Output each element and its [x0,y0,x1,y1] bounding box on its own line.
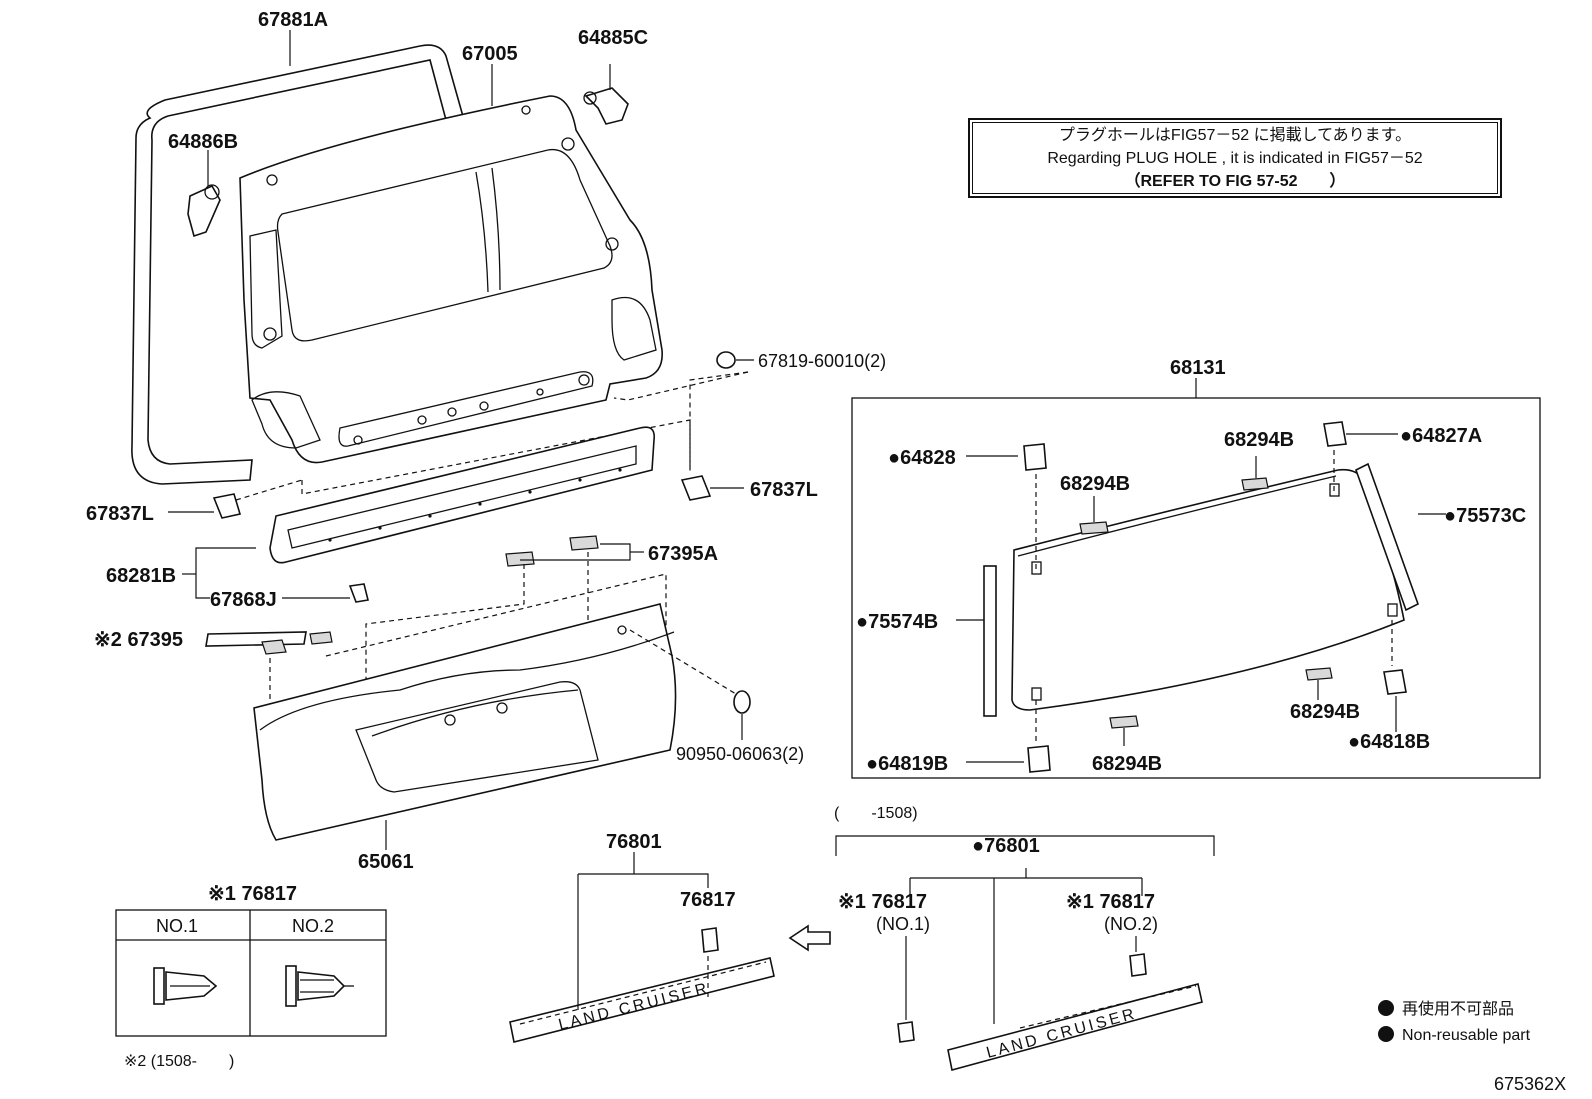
emblem-plate-76801-left [509,852,775,1043]
label-67395A: 67395A [648,543,718,565]
label-68294B-lower-right: 68294B [1290,701,1360,723]
spacers-68294B [1079,456,1333,746]
weatherstrip-67881A [131,44,466,485]
plug-hole-note: プラグホールはFIG57－52 に掲載してあります。 Regarding PLU… [968,118,1502,198]
label-76817-no2: ※1 76817 [1066,891,1155,913]
hinge-64885C [583,64,629,125]
back-window-group-68131 [851,378,1541,779]
label-76801-right: ●76801 [972,835,1040,857]
label-64828: ●64828 [888,447,956,469]
label-75574B: ●75574B [856,611,938,633]
clip-no2-drawing [285,965,354,1007]
legend-jp: 再使用不可部品 [1402,1000,1514,1018]
back-door-panel-67005 [239,95,663,464]
label-67837L-right: 67837L [750,479,818,501]
garnish-68281B [182,426,656,599]
figure-id: 675362X [1494,1074,1566,1094]
label-68131: 68131 [1170,357,1226,379]
label-75573C: ●75573C [1444,505,1526,527]
tape-pads-67395 [205,535,667,740]
emblem-plate-76801-right [835,835,1215,1071]
label-68294B-top: 68294B [1224,429,1294,451]
clip-67819 [613,351,754,474]
outer-panel-65061 [253,603,677,850]
black-dot-icon [1378,1026,1394,1042]
label-clip-no1: NO.1 [156,916,198,936]
label-68281B: 68281B [106,565,176,587]
label-64819B: ●64819B [866,753,948,775]
clip-no1-drawing [153,967,218,1005]
clip-64828 [966,443,1047,575]
label-clip-no2: NO.2 [292,916,334,936]
note-line-ref: （REFER TO FIG 57-52 ） [1124,172,1346,190]
label-76817-no2-sub: (NO.2) [1104,914,1158,934]
label-clip-table-title: ※1 76817 [208,883,297,905]
label-68294B-bottom: 68294B [1092,753,1162,775]
label-67819-60010: 67819-60010(2) [758,351,886,371]
black-dot-icon [1378,1000,1394,1016]
note-line-jp: プラグホールはFIG57－52 に掲載してあります。 [1058,126,1412,144]
label-64886B: 64886B [168,131,238,153]
hinge-64886B [187,150,221,238]
label-76817-no1: ※1 76817 [838,891,927,913]
label-footnote-2: ※2 (1508- ) [124,1053,234,1070]
clip-64827A [1323,421,1398,497]
clip-64818B [1383,603,1407,732]
clip-variant-table [115,909,387,1037]
clip-67868J [282,583,369,603]
label-65061: 65061 [358,851,414,873]
clip-64819B [966,687,1051,773]
label-67005: 67005 [462,43,518,65]
label-67881A: 67881A [258,9,328,31]
label-67837L-left: 67837L [86,503,154,525]
bracket-67837L-right [301,419,744,501]
label-76817-left: 76817 [680,889,736,911]
label-67868J: 67868J [210,589,277,611]
label-64818B: ●64818B [1348,731,1430,753]
label-76801-left: 76801 [606,831,662,853]
note-line-en: Regarding PLUG HOLE , it is indicated in… [1047,149,1423,167]
label-68294B-upper: 68294B [1060,473,1130,495]
plug-90950 [629,629,751,740]
label-range-1508: ( -1508) [834,805,918,822]
label-64885C: 64885C [578,27,648,49]
legend-en: Non-reusable part [1402,1027,1531,1044]
bracket-67837L-left [168,479,303,519]
left-arrow-icon [788,924,831,952]
label-90950-06063: 90950-06063(2) [676,744,804,764]
label-67395: ※2 67395 [94,629,183,651]
label-76817-no1-sub: (NO.1) [876,914,930,934]
label-64827A: ●64827A [1400,425,1482,447]
